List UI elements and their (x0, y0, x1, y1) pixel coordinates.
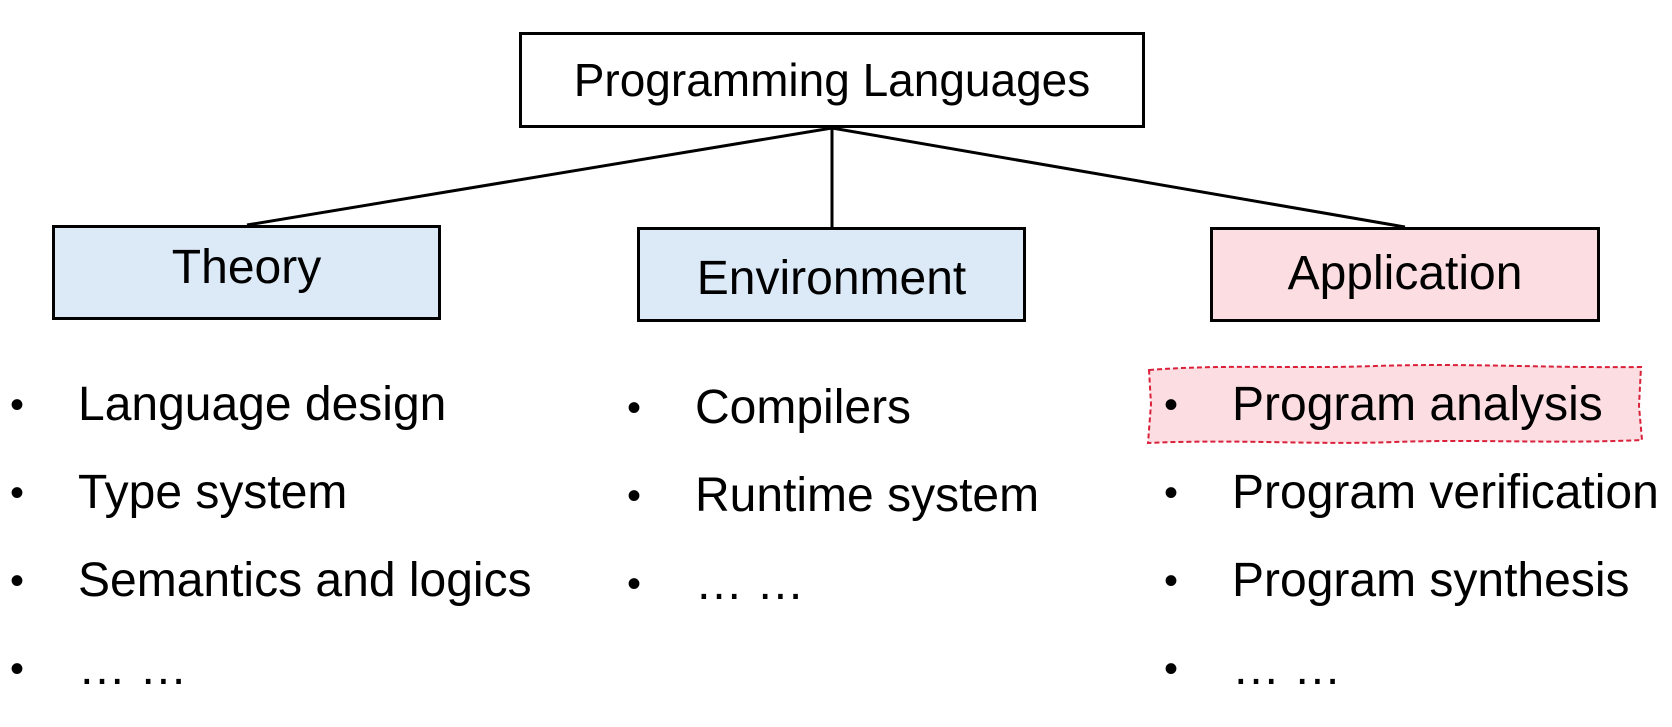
highlight-dashed-border (1146, 364, 1644, 445)
list-item-text: Compilers (695, 381, 912, 434)
list-item-text: Type system (78, 466, 348, 519)
root-node-label: Programming Languages (573, 54, 1091, 106)
list-item-text: Program analysis (1232, 378, 1603, 431)
application-node-box: Application (1210, 227, 1600, 322)
bullet-icon: • (10, 559, 25, 603)
bullet-icon: • (10, 647, 25, 691)
tree-connectors (246, 126, 1406, 229)
bullet-icon: • (1164, 559, 1179, 603)
list-item: • Program synthesis (1164, 551, 1672, 639)
bullet-icon: • (627, 386, 642, 430)
list-item-text: Semantics and logics (78, 554, 532, 607)
list-item: • Type system (10, 463, 570, 551)
bullet-icon: • (627, 562, 642, 606)
bullet-icon: • (10, 471, 25, 515)
environment-item-list: • Compilers • Runtime system • … … (627, 378, 1087, 642)
list-item-text: … … (1232, 642, 1342, 695)
environment-node-label: Environment (696, 252, 967, 305)
environment-node-box: Environment (637, 227, 1026, 322)
bullet-icon: • (1164, 471, 1179, 515)
theory-item-list: • Language design • Type system • Semant… (10, 375, 570, 727)
list-item: • Language design (10, 375, 570, 463)
list-item-text: Program verification (1232, 466, 1659, 519)
list-item: • … … (1164, 639, 1672, 727)
connector-to-theory (246, 126, 833, 227)
application-node-label: Application (1287, 247, 1523, 300)
bullet-icon: • (1164, 383, 1179, 427)
list-item: • Compilers (627, 378, 1087, 466)
bullet-icon: • (1164, 647, 1179, 691)
root-node-box: Programming Languages (519, 32, 1145, 128)
application-item-list: • Program analysis • Program verificatio… (1164, 375, 1672, 727)
list-item-text: Runtime system (695, 469, 1040, 522)
list-item: • … … (627, 554, 1087, 642)
connector-to-application (831, 126, 1406, 229)
theory-node-label: Theory (171, 241, 322, 294)
bullet-icon: • (627, 474, 642, 518)
list-item-text: Program synthesis (1232, 554, 1630, 607)
list-item-text: … … (695, 557, 805, 610)
list-item-highlighted: • Program analysis (1164, 375, 1672, 463)
list-item: • Semantics and logics (10, 551, 570, 639)
theory-node-box: Theory (52, 225, 441, 320)
list-item-text: … … (78, 642, 188, 695)
bullet-icon: • (10, 383, 25, 427)
highlight-outline (1146, 364, 1644, 445)
list-item: • … … (10, 639, 570, 727)
list-item: • Runtime system (627, 466, 1087, 554)
list-item-text: Language design (78, 378, 447, 431)
list-item: • Program verification (1164, 463, 1672, 551)
